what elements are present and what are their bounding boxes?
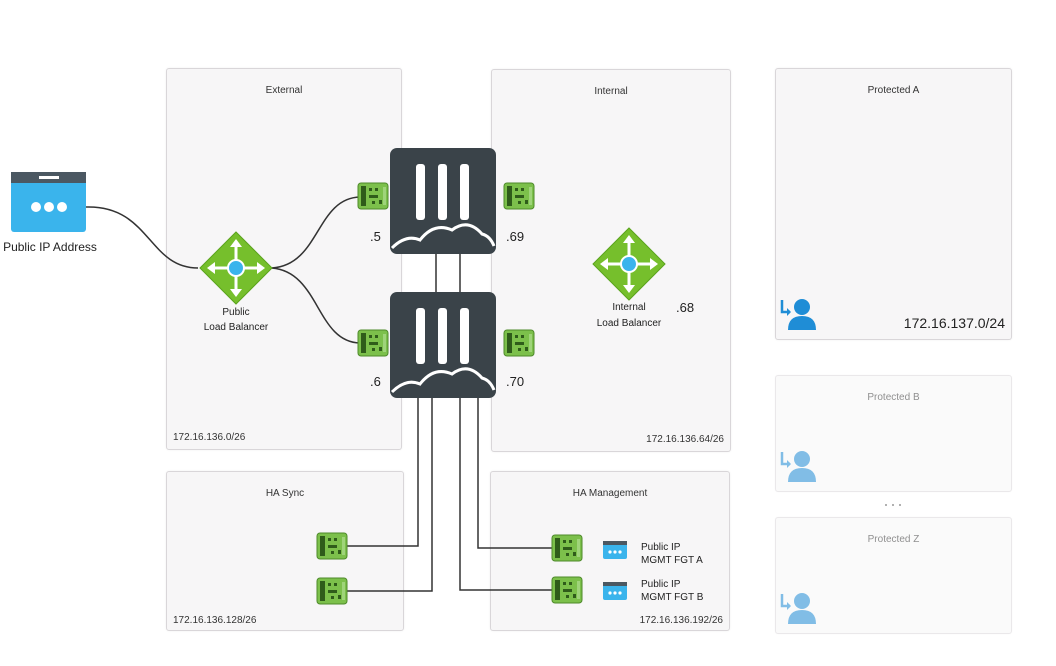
- mgmt-fgt-a-ip-icon: [603, 541, 627, 559]
- internal-load-balancer-icon: [591, 226, 667, 302]
- protected-a-subnet-cidr: 172.16.137.0/24: [903, 315, 1005, 331]
- lb-to-fgt-a-link: [271, 196, 361, 269]
- ha-sync-link-a: [346, 398, 419, 547]
- mgmt-fgt-b-line1: Public IP: [641, 579, 681, 590]
- fgt-a-external-nic-icon: [357, 182, 389, 210]
- more-subnets-ellipsis: [885, 504, 901, 506]
- public-lb-label-line1: Public: [222, 307, 250, 318]
- ha-sync-subnet-cidr: 172.16.136.128/26: [173, 615, 257, 626]
- public-ip-label: Public IP Address: [3, 240, 97, 254]
- mgmt-fgt-a-line1: Public IP: [641, 542, 681, 553]
- lb-to-fgt-b-link: [271, 267, 361, 344]
- internal-lb-ip: .68: [676, 300, 695, 315]
- public-ip-icon: [11, 172, 86, 232]
- ha-mgmt-nic-b-icon: [551, 576, 583, 604]
- ha-sync-nic-b-icon: [316, 577, 348, 605]
- protected-b-user-icon: [780, 449, 818, 484]
- fgt-a-internal-ip: .69: [506, 229, 525, 244]
- fortigate-b-icon: [388, 290, 498, 400]
- external-subnet-title: External: [265, 85, 303, 96]
- protected-a-user-icon: [780, 297, 818, 332]
- internal-lb-label-line1: Internal: [612, 302, 646, 313]
- fgt-b-external-ip: .6: [370, 374, 381, 389]
- ha-sync-subnet: HA Sync 172.16.136.128/26: [166, 471, 404, 631]
- internal-subnet-title: Internal: [594, 86, 628, 97]
- ha-mgmt-subnet-title: HA Management: [572, 488, 648, 499]
- protected-b-subnet-title: Protected B: [867, 392, 920, 403]
- internal-lb-label-line2: Load Balancer: [596, 318, 662, 329]
- ha-mgmt-subnet-cidr: 172.16.136.192/26: [639, 615, 723, 626]
- public-ip-link: [85, 206, 199, 269]
- ha-mgmt-link-b: [459, 398, 553, 591]
- fgt-b-external-nic-icon: [357, 329, 389, 357]
- public-lb-label-line2: Load Balancer: [203, 322, 269, 333]
- fortigate-a-icon: [388, 146, 498, 256]
- protected-z-subnet-title: Protected Z: [867, 534, 920, 545]
- ha-mgmt-nic-a-icon: [551, 534, 583, 562]
- mgmt-fgt-b-ip-icon: [603, 582, 627, 600]
- protected-b-subnet: Protected B: [775, 375, 1012, 492]
- fgt-b-internal-nic-icon: [503, 329, 535, 357]
- protected-z-user-icon: [780, 591, 818, 626]
- external-subnet: External 172.16.136.0/26: [166, 68, 402, 450]
- fgt-b-internal-ip: .70: [506, 374, 525, 389]
- ha-sync-subnet-title: HA Sync: [265, 488, 305, 499]
- protected-z-subnet: Protected Z: [775, 517, 1012, 634]
- mgmt-fgt-a-line2: MGMT FGT A: [641, 555, 703, 566]
- protected-a-subnet-title: Protected A: [867, 85, 920, 96]
- protected-a-subnet: Protected A 172.16.137.0/24: [775, 68, 1012, 340]
- ha-sync-nic-a-icon: [316, 532, 348, 560]
- public-load-balancer-icon: [198, 230, 274, 306]
- external-subnet-cidr: 172.16.136.0/26: [173, 432, 246, 443]
- fgt-a-internal-nic-icon: [503, 182, 535, 210]
- mgmt-fgt-b-line2: MGMT FGT B: [641, 592, 704, 603]
- fgt-a-external-ip: .5: [370, 229, 381, 244]
- ha-mgmt-link-a: [477, 398, 553, 549]
- internal-subnet-cidr: 172.16.136.64/26: [646, 434, 724, 445]
- ha-sync-link-b: [346, 398, 433, 592]
